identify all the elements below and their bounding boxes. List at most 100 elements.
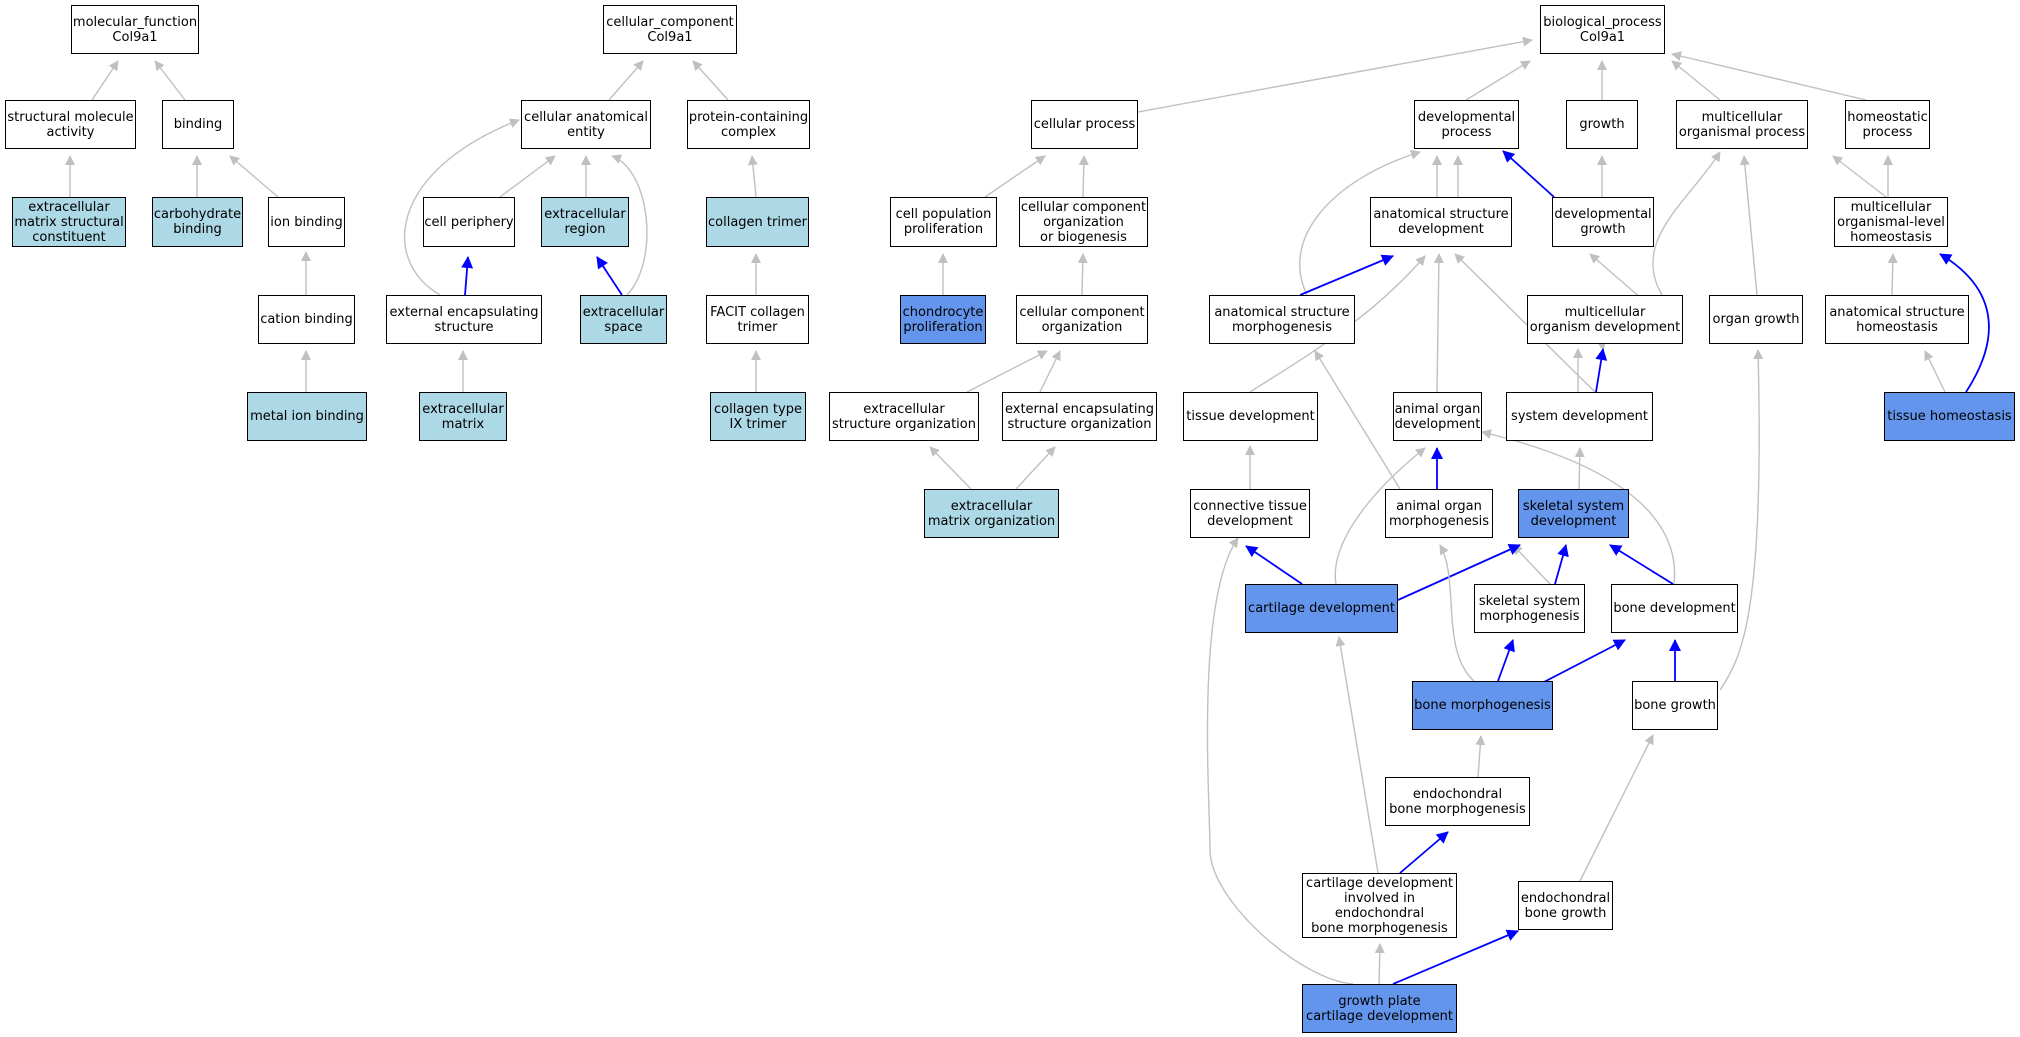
node-anatomical-structure-morphogenesis[interactable]: anatomical structure morphogenesis (1209, 295, 1355, 344)
edge-blue (1399, 831, 1449, 874)
node-developmental-process[interactable]: developmental process (1414, 100, 1519, 149)
edge-gray (1579, 734, 1654, 882)
edge-gray (1512, 544, 1551, 585)
edge-gray (1039, 350, 1061, 393)
edge-blue (1497, 639, 1515, 682)
edge-gray (1433, 253, 1444, 393)
node-cell-population-proliferation[interactable]: cell population proliferation (890, 197, 997, 247)
edge-gray (1334, 447, 1426, 585)
edge-gray (1465, 60, 1531, 101)
edge-gray (692, 60, 729, 101)
edge-gray (608, 60, 644, 101)
node-bone-morphogenesis[interactable]: bone morphogenesis (1412, 681, 1553, 730)
edge-gray (1574, 447, 1585, 490)
node-homeostatic-process[interactable]: homeostatic process (1845, 100, 1930, 149)
node-collagen-type-ix-trimer[interactable]: collagen type IX trimer (710, 392, 806, 441)
node-binding[interactable]: binding (162, 100, 234, 149)
node-growth[interactable]: growth (1566, 100, 1638, 149)
node-extracellular-structure-organization[interactable]: extracellular structure organization (829, 392, 979, 441)
edge-gray (1335, 636, 1379, 874)
node-multicellular-organism-development[interactable]: multicellular organism development (1527, 295, 1683, 344)
edge-blue (461, 256, 474, 296)
node-chondrocyte-proliferation[interactable]: chondrocyte proliferation (900, 295, 986, 344)
node-metal-ion-binding[interactable]: metal ion binding (247, 392, 367, 441)
edge-gray (1454, 253, 1596, 393)
node-ecm-structural-constituent[interactable]: extracellular matrix structural constitu… (12, 197, 126, 247)
node-facit-collagen-trimer[interactable]: FACIT collagen trimer (706, 295, 809, 344)
node-structural-molecule-activity[interactable]: structural molecule activity (5, 100, 136, 149)
node-ion-binding[interactable]: ion binding (268, 197, 345, 247)
node-anatomical-structure-homeostasis[interactable]: anatomical structure homeostasis (1825, 295, 1969, 344)
node-extracellular-matrix[interactable]: extracellular matrix (419, 392, 507, 441)
node-cellular-anatomical-entity[interactable]: cellular anatomical entity (521, 100, 651, 149)
edge-gray (1077, 253, 1088, 296)
node-cation-binding[interactable]: cation binding (258, 295, 355, 344)
edge-blue (1245, 545, 1303, 585)
node-tissue-development[interactable]: tissue development (1183, 392, 1318, 441)
edge-gray (1924, 350, 1946, 393)
node-external-encapsulating-structure-organization[interactable]: external encapsulating structure organiz… (1002, 392, 1157, 441)
node-organ-growth[interactable]: organ growth (1709, 295, 1803, 344)
node-connective-tissue-development[interactable]: connective tissue development (1190, 489, 1310, 538)
node-cartilage-development[interactable]: cartilage development (1245, 584, 1398, 633)
edge-gray (1739, 155, 1758, 296)
edge-blue (1939, 253, 1990, 393)
node-cellular-component-organization[interactable]: cellular component organization (1016, 295, 1148, 344)
edge-blue (1554, 544, 1569, 585)
edge-gray (1481, 429, 1676, 585)
edge-gray (1887, 253, 1898, 296)
edge-gray (1671, 51, 1867, 101)
node-cartilage-development-involved-in-endochondral-bone-morphogenesis[interactable]: cartilage development involved in endoch… (1302, 873, 1457, 938)
node-skeletal-system-development[interactable]: skeletal system development (1518, 489, 1629, 538)
node-anatomical-structure-development[interactable]: anatomical structure development (1370, 197, 1512, 247)
edge-gray (1374, 943, 1385, 985)
node-extracellular-space[interactable]: extracellular space (580, 295, 667, 344)
edge-gray (154, 60, 186, 101)
edge-layer (65, 36, 1990, 985)
node-endochondral-bone-morphogenesis[interactable]: endochondral bone morphogenesis (1385, 777, 1530, 826)
edge-gray (747, 155, 758, 198)
edge-gray (1078, 155, 1089, 198)
node-tissue-homeostasis[interactable]: tissue homeostasis (1884, 392, 2015, 441)
node-biological-process[interactable]: biological_process Col9a1 (1540, 5, 1665, 54)
node-molecular-function[interactable]: molecular_function Col9a1 (71, 5, 199, 54)
node-growth-plate-cartilage-development[interactable]: growth plate cartilage development (1302, 984, 1457, 1033)
node-endochondral-bone-growth[interactable]: endochondral bone growth (1518, 881, 1613, 930)
edge-gray (1298, 149, 1421, 296)
edge-blue (1502, 150, 1555, 198)
edge-gray (1439, 544, 1475, 682)
edge-blue (1299, 254, 1394, 296)
edge-gray (91, 60, 119, 101)
node-cellular-component[interactable]: cellular_component Col9a1 (603, 5, 737, 54)
edge-gray (1314, 350, 1401, 490)
edge-gray (1652, 151, 1721, 296)
edge-gray (966, 350, 1048, 393)
node-collagen-trimer[interactable]: collagen trimer (706, 197, 809, 247)
node-multicellular-organismal-level-homeostasis[interactable]: multicellular organismal-level homeostas… (1834, 197, 1948, 247)
node-cell-periphery[interactable]: cell periphery (423, 197, 515, 247)
node-skeletal-system-morphogenesis[interactable]: skeletal system morphogenesis (1474, 584, 1585, 633)
edge-gray (403, 118, 520, 296)
node-animal-organ-development[interactable]: animal organ development (1393, 392, 1482, 441)
node-extracellular-matrix-organization[interactable]: extracellular matrix organization (924, 489, 1059, 538)
node-animal-organ-morphogenesis[interactable]: animal organ morphogenesis (1385, 489, 1493, 538)
node-carbohydrate-binding[interactable]: carbohydrate binding (152, 197, 243, 247)
edge-gray (1015, 446, 1056, 490)
node-bone-growth[interactable]: bone growth (1632, 681, 1718, 730)
edge-gray (929, 446, 972, 490)
edge-gray (1137, 36, 1533, 113)
node-bone-development[interactable]: bone development (1611, 584, 1738, 633)
edge-gray (1719, 349, 1764, 691)
node-external-encapsulating-structure[interactable]: external encapsulating structure (386, 295, 542, 344)
node-developmental-growth[interactable]: developmental growth (1552, 197, 1654, 247)
edge-blue (1609, 544, 1674, 585)
node-extracellular-region[interactable]: extracellular region (541, 197, 629, 247)
edge-gray (1832, 155, 1887, 198)
edge-blue (596, 256, 623, 296)
node-system-development[interactable]: system development (1506, 392, 1653, 441)
node-protein-containing-complex[interactable]: protein-containing complex (687, 100, 810, 149)
node-cellular-component-organization-or-biogenesis[interactable]: cellular component organization or bioge… (1019, 197, 1148, 247)
node-cellular-process[interactable]: cellular process (1031, 100, 1138, 149)
node-multicellular-organismal-process[interactable]: multicellular organismal process (1676, 100, 1808, 149)
